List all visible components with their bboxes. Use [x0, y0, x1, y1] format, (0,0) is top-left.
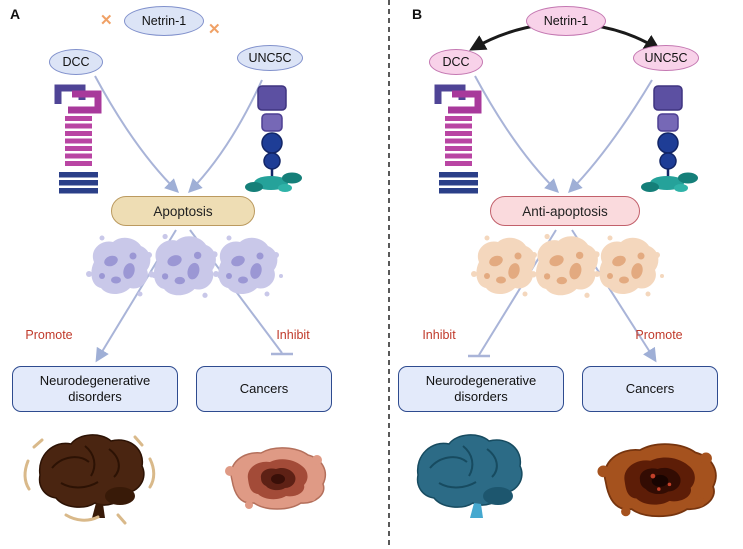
- neurodegenerative-box: Neurodegenerative disorders: [398, 366, 564, 412]
- blocked-x-icon: ✕: [100, 12, 113, 29]
- netrin1-label: Netrin-1: [141, 14, 187, 28]
- panel-b-label: B: [412, 6, 423, 22]
- promote-label: Promote: [25, 328, 73, 342]
- inhibit-label: Inhibit: [422, 328, 456, 342]
- panel-a-label: A: [10, 6, 21, 22]
- tumor-illustration-a: [225, 447, 326, 509]
- apoptosis-label: Apoptosis: [153, 203, 213, 219]
- dcc-receptor-illustration: [438, 88, 478, 194]
- cancers-box: Cancers: [196, 366, 332, 412]
- dcc-node: DCC: [49, 49, 103, 75]
- neurodegenerative-box: Neurodegenerative disorders: [12, 366, 178, 412]
- dcc-receptor-illustration: [58, 88, 98, 194]
- unc5c-label: UNC5C: [644, 51, 688, 65]
- anti-apoptosis-label: Anti-apoptosis: [522, 203, 608, 219]
- neurodegenerative-label: Neurodegenerative disorders: [39, 372, 151, 404]
- panel-b-art: [417, 23, 716, 518]
- unc5c-receptor-illustration: [639, 84, 700, 194]
- surviving-cells: [471, 233, 664, 298]
- inhibit-label: Inhibit: [276, 328, 310, 342]
- cancers-label: Cancers: [239, 380, 289, 396]
- blocked-x-icon: ✕: [208, 21, 221, 38]
- netrin1-node: Netrin-1: [526, 6, 606, 36]
- unc5c-node: UNC5C: [237, 45, 303, 71]
- unc5c-label: UNC5C: [248, 51, 292, 65]
- dcc-to-apoptosis-arrow: [94, 75, 180, 193]
- unc5c-to-antiapoptosis-arrow: [568, 79, 653, 194]
- unc5c-receptor-illustration: [243, 84, 304, 194]
- anti-apoptosis-box: Anti-apoptosis: [490, 196, 640, 226]
- degenerating-brain-illustration: [23, 434, 156, 525]
- dcc-label: DCC: [442, 55, 470, 69]
- cancers-label: Cancers: [625, 380, 675, 396]
- dcc-node: DCC: [429, 49, 483, 75]
- tremor-lines-icon: [23, 435, 156, 525]
- apoptotic-cells: [86, 233, 283, 298]
- neurodegenerative-label: Neurodegenerative disorders: [425, 372, 537, 404]
- unc5c-to-apoptosis-arrow: [188, 79, 263, 194]
- healthy-brain-illustration: [417, 434, 522, 518]
- netrin1-node: Netrin-1: [124, 6, 204, 36]
- cancers-box: Cancers: [582, 366, 718, 412]
- dcc-to-antiapoptosis-arrow: [474, 75, 560, 193]
- apoptosis-box: Apoptosis: [111, 196, 255, 226]
- promote-label: Promote: [635, 328, 683, 342]
- netrin1-label: Netrin-1: [543, 14, 589, 28]
- tumor-illustration-b: [597, 444, 716, 517]
- unc5c-node: UNC5C: [633, 45, 699, 71]
- panel-a-art: [23, 75, 326, 525]
- tumor-vascular-flecks: [650, 473, 672, 491]
- dcc-label: DCC: [62, 55, 90, 69]
